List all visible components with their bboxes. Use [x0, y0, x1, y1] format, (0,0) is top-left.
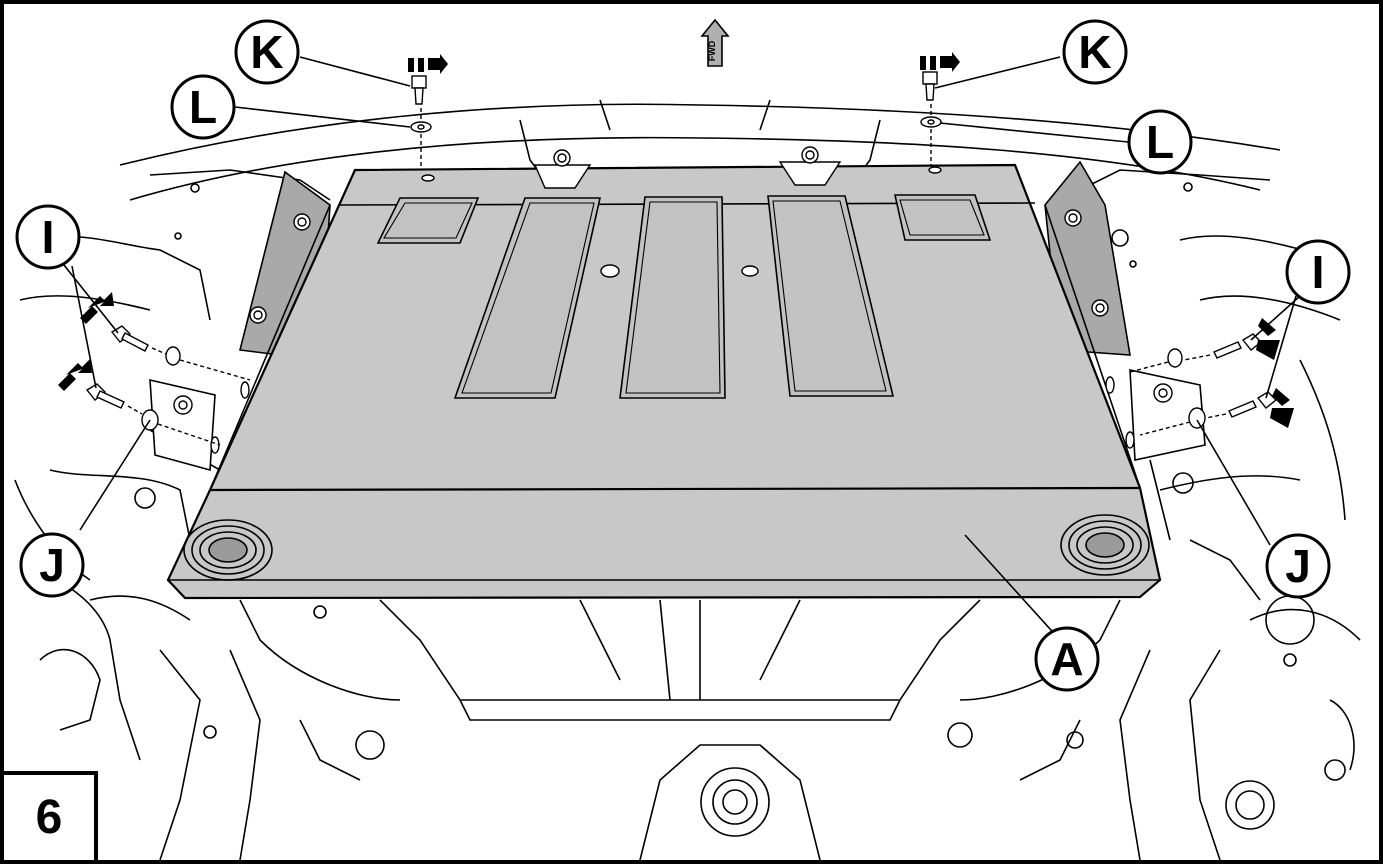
forward-arrow-icon: FWD [700, 18, 730, 67]
callout-i-right-label: I [1312, 246, 1325, 298]
leader-lines [59, 56, 1301, 641]
callout-letters: K L K L I I J J A [39, 26, 1324, 685]
callout-l-right-label: L [1146, 116, 1174, 168]
step-number-box: 6 [4, 771, 98, 860]
skid-plate [166, 161, 1162, 600]
callout-k-right-label: K [1078, 26, 1111, 78]
callout-a-label: A [1050, 633, 1083, 685]
step-number: 6 [35, 791, 63, 844]
callout-k-left-label: K [250, 26, 283, 78]
callout-i-right [1285, 239, 1351, 305]
callout-i-left [15, 204, 81, 270]
callout-k-left [234, 19, 300, 85]
fwd-label: FWD [707, 40, 717, 61]
callout-j-right-label: J [1285, 540, 1311, 592]
motion-arrows [58, 52, 1294, 428]
fasteners-right-side [1129, 333, 1278, 436]
callout-circles [15, 19, 1351, 692]
callout-l-left-label: L [189, 81, 217, 133]
callout-j-left-label: J [39, 539, 65, 591]
callout-l-right [1127, 109, 1193, 175]
callout-k-right [1062, 19, 1128, 85]
fastener-k-right [920, 71, 942, 165]
callout-l-left [170, 74, 236, 140]
callout-i-left-label: I [42, 211, 55, 263]
callout-a [1034, 626, 1100, 692]
callout-j-left [19, 532, 85, 598]
callout-j-right [1265, 533, 1331, 599]
fastener-k-left [410, 75, 432, 170]
mounted-bolts [173, 146, 1173, 415]
